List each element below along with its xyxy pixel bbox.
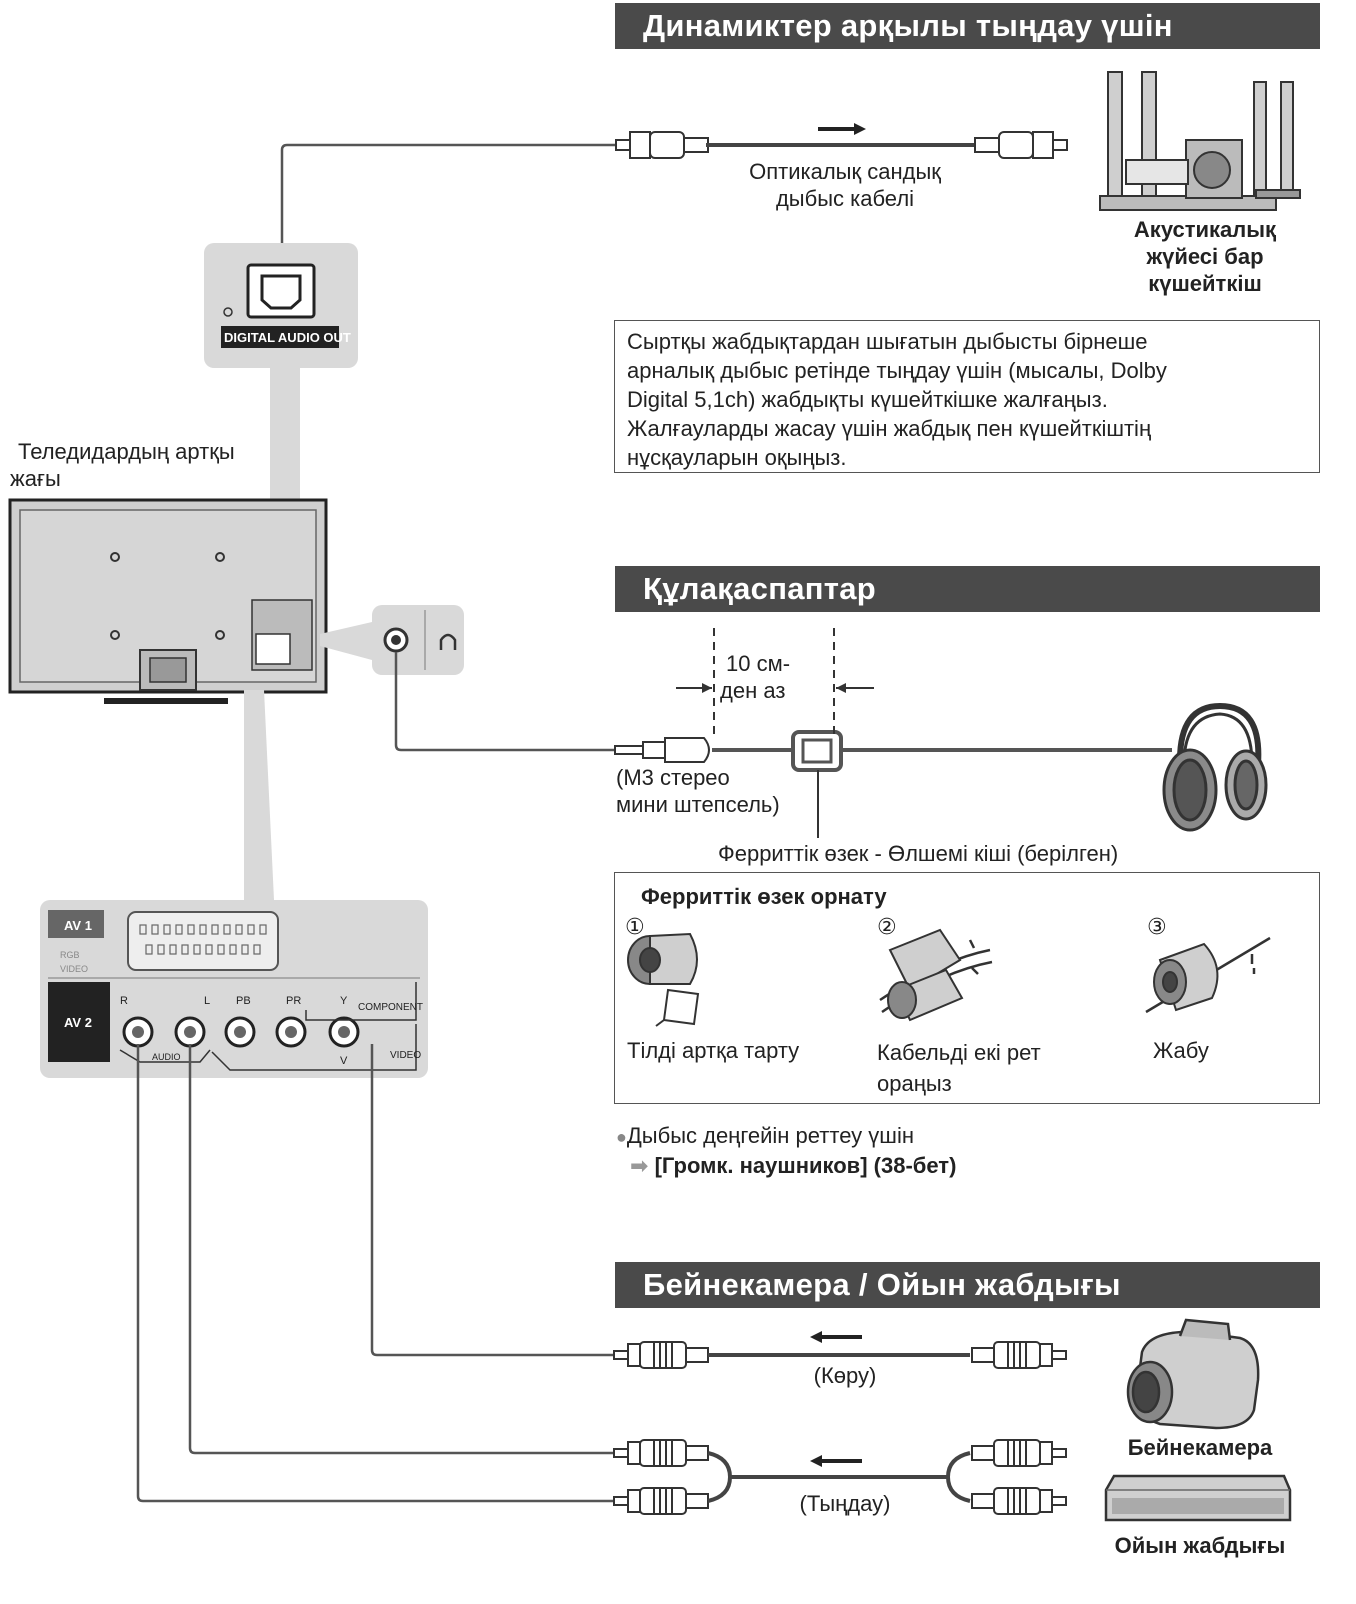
game-console-device-label: Ойын жабдығы: [1114, 1533, 1286, 1558]
av2-label: AV 2: [64, 1015, 92, 1030]
jack-pb-label: PB: [236, 995, 251, 1007]
speaker-system-illustration: [1099, 71, 1301, 211]
amplifier-label: Акустикалық жүйесі бар күшейткіш: [1133, 217, 1277, 296]
headphone-cable: [394, 628, 1172, 838]
ferrite-step-1-number: ①: [625, 914, 645, 939]
ferrite-step-3-illustration: [1145, 936, 1271, 1014]
ferrite-step-1-illustration: [627, 932, 700, 1027]
note-line: Digital 5,1ch) жабдықты күшейткішке жалғ…: [627, 387, 1108, 412]
component-label: COMPONENT: [358, 1002, 423, 1013]
ferrite-step-1-text: Тілді артқа тарту: [627, 1038, 800, 1063]
listen-label: (Тыңдау): [799, 1491, 891, 1516]
plug-label: (М3 стерео мини штепсель): [616, 765, 780, 817]
rgb-label: RGB: [60, 950, 80, 960]
game-console-illustration: [1104, 1474, 1292, 1522]
panel-labels: AV 1 RGB VIDEO AV 2 R L PB PR Y AUDIO CO…: [60, 330, 423, 1067]
headphones-section-title: Құлақаспаптар: [615, 566, 1320, 612]
av1-label: AV 1: [64, 918, 92, 933]
speakers-note-box: Сыртқы жабдықтардан шығатын дыбысты бірн…: [614, 320, 1320, 473]
jack-pr-label: PR: [286, 995, 301, 1007]
distance-label: 10 см- ден аз: [720, 651, 791, 703]
v-label: V: [340, 1055, 348, 1067]
digital-audio-out-label: DIGITAL AUDIO OUT: [224, 330, 351, 345]
ferrite-core-label: Ферриттік өзек - Өлшемі кіші (берілген): [718, 841, 1119, 866]
headphone-jack-inset: [320, 605, 464, 675]
note-line: арналық дыбыс ретінде тыңдау үшін (мысал…: [627, 358, 1167, 383]
bullet-icon: ●: [616, 1127, 627, 1147]
view-label: (Көру): [813, 1363, 877, 1388]
note-line: Сыртқы жабдықтардан шығатын дыбысты бірн…: [627, 329, 1148, 354]
av-cables: [136, 1044, 1067, 1515]
camcorder-section-title: Бейнекамера / Ойын жабдығы: [615, 1262, 1320, 1308]
jack-y-label: Y: [340, 995, 348, 1007]
jack-r-label: R: [120, 995, 128, 1007]
ferrite-step-2-text: Кабельді екі рет ораңыз: [877, 1040, 1041, 1096]
video-in-label: VIDEO: [390, 1050, 421, 1061]
speakers-section-title: Динамиктер арқылы тыңдау үшін: [615, 3, 1320, 49]
note-line: нұсқауларын оқыңыз.: [627, 445, 847, 470]
ferrite-step-3-text: Жабу: [1153, 1038, 1209, 1063]
headphones-illustration: [1162, 702, 1268, 832]
video-label: VIDEO: [60, 964, 88, 974]
note-line: Жалғауларды жасау үшін жабдық пен күшейт…: [627, 416, 1152, 441]
volume-link[interactable]: ➡ [Громк. наушников] (38-бет): [630, 1153, 957, 1178]
ferrite-install-title: Ферриттік өзек орнату: [641, 884, 887, 909]
av-terminal-panel: [40, 690, 428, 1078]
audio-label: AUDIO: [152, 1052, 181, 1062]
ferrite-install-box: Ферриттік өзек орнату ① ② ③ Тілді артқа …: [614, 872, 1320, 1104]
ferrite-step-2-number: ②: [877, 914, 897, 939]
optical-cable: [280, 123, 1068, 260]
arrow-right-icon: ➡: [630, 1153, 649, 1178]
tv-back-illustration: [8, 498, 328, 704]
ferrite-step-2-illustration: [879, 928, 993, 1022]
digital-audio-out-inset: [204, 243, 358, 505]
ferrite-step-3-number: ③: [1147, 914, 1167, 939]
volume-note: ●Дыбыс деңгейін реттеу үшін: [616, 1123, 914, 1148]
tv-back-label: Теледидардың артқы жағы: [10, 439, 235, 491]
camcorder-device-label: Бейнекамера: [1127, 1435, 1273, 1460]
camcorder-illustration: [1126, 1318, 1260, 1430]
optical-cable-label: Оптикалық сандық дыбыс кабелі: [749, 159, 941, 211]
jack-l-label: L: [204, 995, 210, 1007]
